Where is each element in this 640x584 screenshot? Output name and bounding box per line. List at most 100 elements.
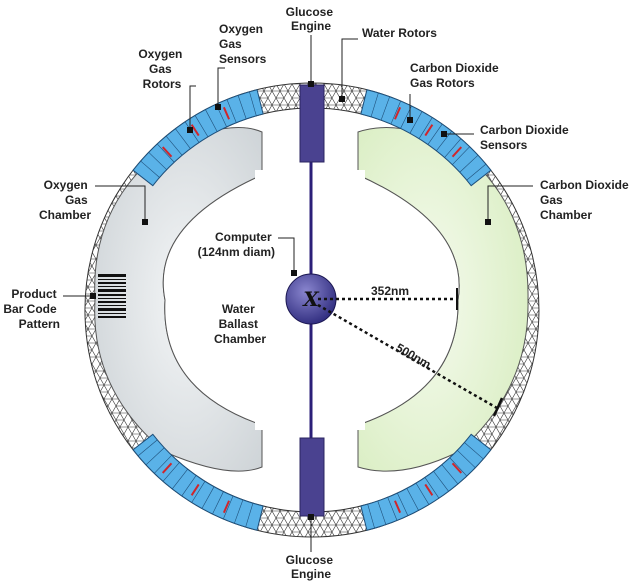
bar-code-stripe [98, 279, 126, 280]
label-computer: Computer (124nm diam) [198, 230, 275, 259]
bar-code-stripe [98, 305, 126, 306]
rotor-blade [140, 160, 160, 178]
rotor-blade [397, 492, 409, 516]
rotor-blade [415, 482, 430, 505]
product-bar-code [98, 274, 126, 318]
rotor-blade [226, 99, 237, 123]
sensor-mark [161, 146, 173, 158]
rotor-blade [172, 468, 188, 490]
rotor-blade [201, 486, 215, 509]
rotor-blade [464, 442, 484, 460]
rotor-blade [212, 491, 224, 515]
rotor-blade [234, 499, 244, 524]
dim-outer-line [317, 303, 498, 410]
glucose-engine-bottom [299, 437, 325, 517]
bar-code-stripe [98, 294, 126, 296]
bar-code-stripe [98, 316, 126, 318]
bar-code-stripe [98, 308, 126, 311]
leader-dots [90, 81, 491, 520]
rotor-blade [360, 89, 368, 115]
label-dim-inner: 352nm [371, 284, 409, 298]
rotor-blade [427, 123, 443, 145]
rotor-blade [466, 163, 487, 181]
rotor-blade [249, 91, 257, 116]
label-co2-sensors: Carbon Dioxide Sensors [480, 123, 572, 152]
rotor-blade [370, 92, 379, 117]
rotor-blade [449, 457, 468, 477]
rotor-blade [181, 475, 197, 497]
rotor-blade [154, 455, 172, 474]
rotor-group [132, 89, 492, 531]
sensor-mark [451, 462, 463, 474]
rotor-blade [132, 170, 154, 186]
sensor-mark [424, 483, 434, 496]
sensor-mark [222, 106, 230, 120]
rotor-blade [256, 505, 264, 531]
rotor-blade [367, 504, 375, 529]
rotor-blade [433, 471, 449, 492]
rotor-blade [205, 109, 218, 132]
rotor-blade [245, 503, 254, 528]
label-water-ballast: Water Ballast Chamber [214, 302, 266, 346]
rotor-blade [156, 143, 175, 163]
label-co2-gas-rotors: Carbon Dioxide Gas Rotors [410, 61, 502, 90]
bar-code-stripe [98, 313, 126, 314]
rotor-blade [145, 447, 165, 466]
sensor-mark [222, 500, 230, 514]
rotor-blade [137, 439, 158, 457]
co2-rotors-bottom [360, 433, 492, 531]
rotor-blade [387, 497, 398, 521]
rotor-blade [390, 100, 401, 125]
bar-code-stripe [98, 282, 126, 284]
rotor-blade [452, 146, 470, 165]
sensor-mark [451, 146, 463, 158]
bar-code-stripe [98, 301, 126, 303]
sensor-mark [161, 462, 173, 474]
sensor-mark [190, 124, 200, 137]
co2-rotors-top [360, 89, 492, 187]
dim-outer-tick [492, 397, 504, 417]
rotor-blade [444, 138, 462, 158]
rotor-blade [406, 488, 419, 511]
computer-symbol: X [301, 287, 320, 311]
label-glucose-engine-top: Glucose Engine [286, 5, 337, 33]
label-co2-gas-chamber: Carbon Dioxide Gas Chamber [540, 178, 632, 222]
sensor-mark [394, 106, 402, 120]
label-oxygen-gas-rotors: Oxygen Gas Rotors [138, 47, 185, 91]
bar-code-stripe [98, 286, 126, 287]
bar-code-stripe [98, 289, 126, 292]
rotor-blade [175, 128, 191, 149]
oxygen-rotors-bottom [132, 433, 264, 531]
rotor-blade [441, 464, 459, 485]
rotor-blade [237, 95, 247, 120]
label-water-rotors: Water Rotors [362, 26, 437, 40]
leader-lines [63, 35, 533, 552]
rotor-blade [409, 111, 423, 134]
rotor-blade [470, 434, 492, 450]
rotor-blade [162, 462, 180, 482]
label-oxygen-gas-chamber: Oxygen Gas Chamber [39, 178, 91, 222]
rotor-blade [377, 500, 387, 525]
label-product-bar-code: Product Bar Code Pattern [3, 287, 60, 331]
rotor-blade [194, 115, 209, 138]
glucose-engine-top [299, 84, 325, 163]
bar-code-stripe [98, 274, 126, 277]
rotor-blade [424, 477, 440, 499]
sensor-mark [394, 500, 402, 514]
rotor-blade [418, 117, 433, 139]
rotor-blade [223, 495, 234, 520]
rotor-blade [380, 96, 390, 121]
rotor-blade [457, 450, 476, 468]
label-oxygen-gas-sensors: Oxygen Gas Sensors [219, 22, 267, 66]
sensor-mark [190, 483, 200, 496]
sensor-mark [424, 124, 434, 137]
rotor-blade [191, 481, 206, 503]
rotor-blade [148, 152, 167, 170]
rotor-blade [165, 135, 183, 156]
rotor-blade [459, 154, 479, 173]
oxygen-rotors-top [132, 89, 264, 187]
bar-code-stripe [98, 298, 126, 299]
label-glucose-engine-bottom: Glucose Engine [286, 553, 337, 581]
